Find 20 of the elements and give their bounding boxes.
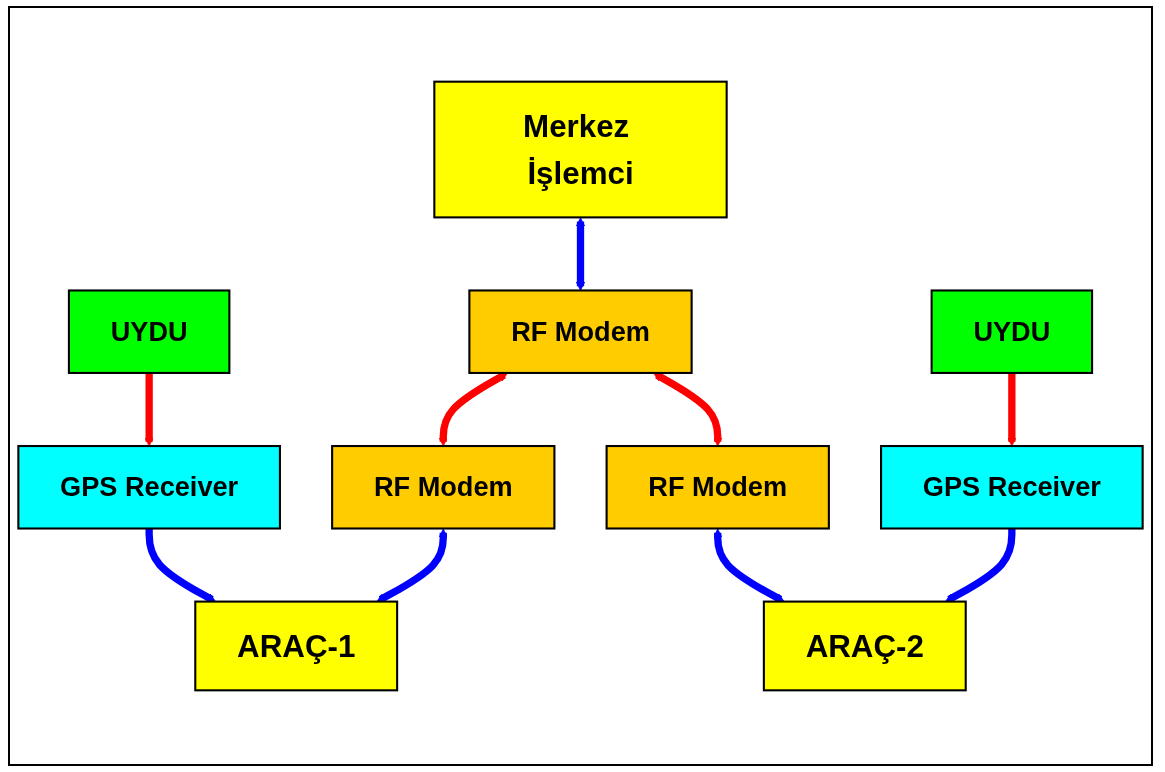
arrow	[575, 217, 586, 291]
arrow	[144, 372, 154, 447]
arrow	[376, 528, 448, 603]
node-box	[880, 445, 1144, 530]
arrow	[713, 528, 785, 603]
node-box	[433, 80, 728, 219]
node-box	[468, 289, 693, 374]
arrow	[1007, 372, 1017, 447]
arrow	[945, 528, 1016, 603]
node-box	[331, 445, 556, 530]
arrow	[653, 371, 723, 447]
node-box	[194, 600, 399, 692]
arrow	[438, 371, 508, 447]
diagram-frame: Merkez İşlemci UYDU RF Modem UYDU GPS Receiver RF Modem RF Modem GPS Receiver ARAÇ-1 ARAÇ-2	[8, 6, 1153, 766]
arrow	[145, 528, 216, 603]
node-box	[605, 445, 830, 530]
node-box	[930, 289, 1094, 374]
node-box	[762, 600, 967, 692]
node-box	[17, 445, 281, 530]
node-box	[67, 289, 231, 374]
